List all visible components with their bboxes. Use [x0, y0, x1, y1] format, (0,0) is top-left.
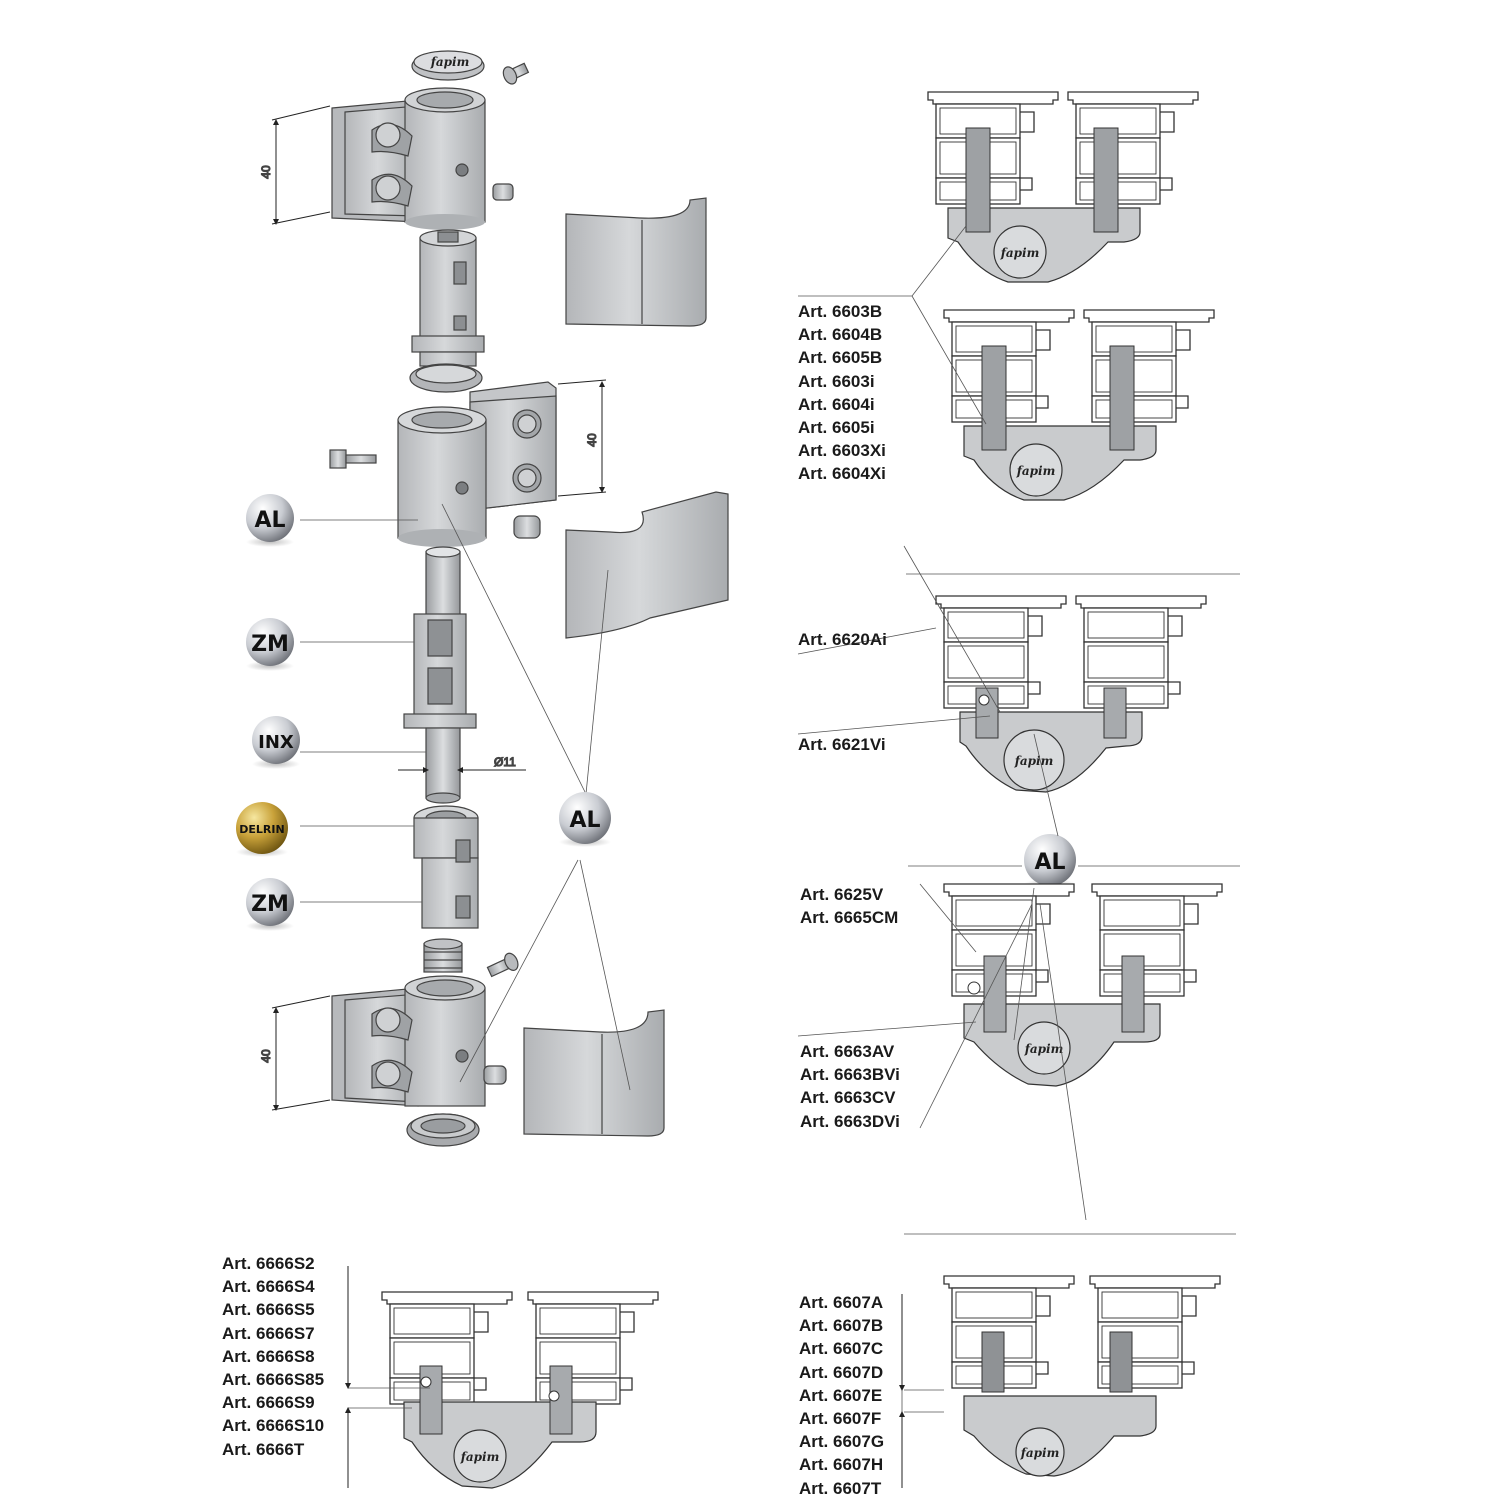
article-item: Art. 6666S8 [222, 1346, 315, 1366]
article-item: Art. 6603B [798, 302, 883, 321]
article-item: Art. 6620Ai [798, 630, 887, 649]
badge-al-3: AL [1024, 834, 1076, 889]
badge-zm-2-label: ZM [251, 892, 289, 917]
bottom-cap [406, 1113, 480, 1147]
article-list-4: Art. 6666S2 Art. 6666S4 Art. 6666S5 Art.… [222, 1252, 324, 1461]
grub-screw-3 [483, 1065, 507, 1085]
dim-height-bottom: 40 [259, 1049, 273, 1063]
cap-logo: fapim [430, 55, 470, 69]
dim-pin-diameter: Ø11 [494, 755, 516, 769]
article-item: Art. 6625V [800, 885, 884, 904]
section-1a: fapim [927, 91, 1199, 283]
dim-height-mid: 40 [585, 433, 599, 447]
article-item: Art. 6604i [798, 394, 875, 414]
section-2: fapim [935, 595, 1207, 793]
article-item: Art. 6621Vi [798, 735, 886, 754]
badge-zm-1-label: ZM [251, 632, 289, 657]
article-item: Art. 6666S9 [222, 1393, 315, 1413]
cover-shell-middle [565, 491, 729, 639]
article-item: Art. 6666S7 [222, 1323, 315, 1343]
lower-screw [486, 952, 519, 978]
badge-al-3-label: AL [1034, 850, 1065, 875]
section-2-logo: fapim [1014, 754, 1054, 768]
article-item: Art. 6666S5 [222, 1300, 315, 1320]
article-item: Art. 6607H [799, 1455, 884, 1475]
section-5-logo: fapim [1020, 1446, 1060, 1460]
article-item: Art. 6666S10 [222, 1416, 325, 1436]
lower-bushing [413, 805, 479, 929]
dim-arrows [345, 1266, 905, 1488]
badge-inx-label: INX [258, 732, 294, 753]
article-item: Art. 6663AV [800, 1042, 895, 1061]
leader-lines-right [348, 225, 1240, 1488]
article-item: Art. 6607B [799, 1316, 884, 1336]
article-item: Art. 6663BVi [800, 1065, 900, 1085]
article-item: Art. 6663CV [800, 1088, 896, 1108]
article-item: Art. 6607E [799, 1385, 883, 1405]
article-item: Art. 6604Xi [798, 464, 886, 484]
article-list-3a: Art. 6625V Art. 6665CM [800, 883, 898, 929]
lower-leaf [331, 975, 486, 1107]
badge-al-1-label: AL [254, 508, 285, 533]
section-4-logo: fapim [460, 1450, 500, 1464]
badge-delrin: DELRIN [236, 802, 288, 857]
section-1a-logo: fapim [1000, 246, 1040, 260]
thread-insert [423, 938, 463, 973]
upper-leaf [331, 87, 486, 230]
cover-shell-bottom [523, 1009, 665, 1137]
section-1b: fapim [943, 309, 1215, 501]
section-1b-logo: fapim [1016, 464, 1056, 478]
article-item: Art. 6604B [798, 325, 883, 345]
article-item: Art. 6607G [799, 1432, 885, 1452]
top-cap: fapim [411, 50, 485, 81]
article-item: Art. 6607T [799, 1478, 882, 1498]
badge-inx: INX [252, 716, 300, 769]
article-item: Art. 6607C [799, 1339, 884, 1359]
article-list-1: Art. 6603B Art. 6604B Art. 6605B Art. 66… [798, 300, 886, 486]
article-list-3b: Art. 6663AV Art. 6663BVi Art. 6663CV Art… [800, 1040, 900, 1133]
upper-bushing [409, 229, 485, 393]
article-item: Art. 6603Xi [798, 441, 886, 461]
badge-al-2: AL [559, 792, 611, 847]
side-screw [329, 449, 377, 469]
section-3: fapim [943, 883, 1223, 1087]
section-4: fapim [381, 1291, 659, 1489]
article-item: Art. 6605i [798, 418, 875, 438]
badge-al-2-label: AL [569, 808, 600, 833]
article-item: Art. 6607D [799, 1362, 884, 1382]
grub-screw-1 [492, 183, 514, 201]
cover-shell-top [565, 197, 707, 327]
section-3-logo: fapim [1024, 1042, 1064, 1056]
article-item: Art. 6666T [222, 1439, 305, 1459]
badge-zm-1: ZM [246, 618, 294, 671]
leader-lines-left [300, 503, 631, 1091]
article-item: Art. 6666S4 [222, 1277, 315, 1297]
article-item: Art. 6666S85 [222, 1370, 325, 1390]
pin [403, 546, 477, 804]
badge-delrin-label: DELRIN [239, 823, 284, 836]
article-item: Art. 6603i [798, 371, 875, 391]
article-item: Art. 6605B [798, 348, 883, 368]
article-list-2b: Art. 6621Vi [798, 733, 886, 756]
exploded-hinge: fapim 40 [258, 50, 729, 1147]
badge-al-1: AL [246, 494, 294, 547]
top-screw [502, 62, 530, 85]
article-item: Art. 6666S2 [222, 1254, 315, 1273]
article-item: Art. 6663DVi [800, 1111, 900, 1131]
article-list-2a: Art. 6620Ai [798, 628, 887, 651]
badge-zm-2: ZM [246, 878, 294, 931]
article-item: Art. 6607A [799, 1293, 884, 1312]
article-item: Art. 6607F [799, 1409, 882, 1429]
dimension-upper [271, 105, 331, 225]
article-list-5: Art. 6607A Art. 6607B Art. 6607C Art. 66… [799, 1291, 884, 1500]
grub-screw-2 [513, 515, 541, 539]
section-5: fapim [943, 1275, 1221, 1477]
dim-height-top: 40 [259, 165, 273, 179]
article-item: Art. 6665CM [800, 908, 899, 928]
dimension-lower [271, 995, 331, 1111]
middle-leaf [397, 381, 557, 547]
dimension-middle [557, 379, 607, 497]
